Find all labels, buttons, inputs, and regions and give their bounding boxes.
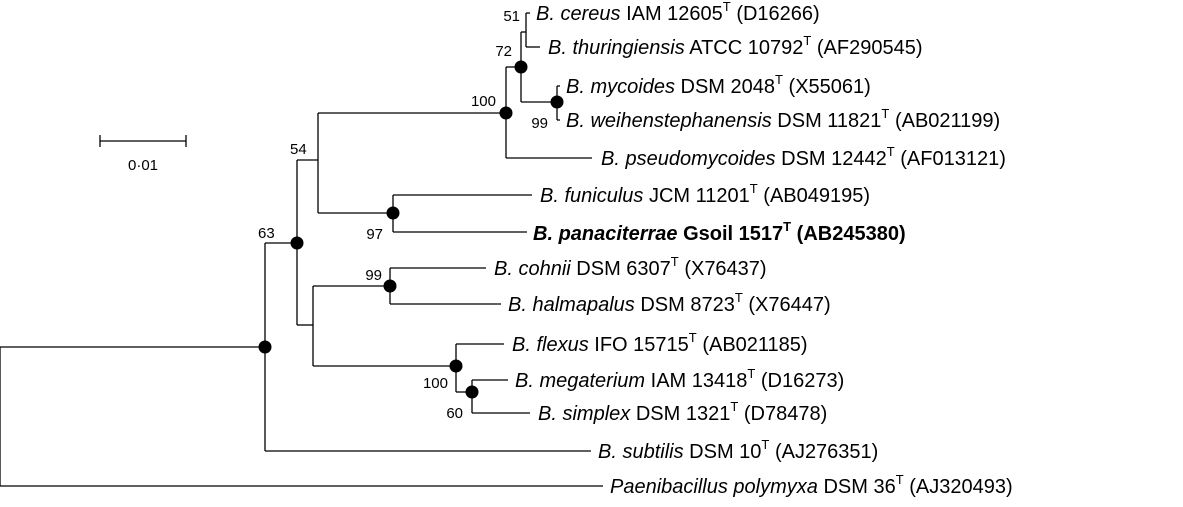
node-dot-meg-simp: [465, 385, 479, 399]
bootstrap-value: 97: [366, 226, 383, 243]
taxon-label-halmapalus: B. halmapalus DSM 8723T (X76447): [508, 290, 831, 316]
taxon-labels: B. cereus IAM 12605T (D16266) B. thuring…: [494, 0, 1013, 498]
taxon-label-megaterium: B. megaterium IAM 13418T (D16273): [515, 366, 844, 392]
taxon-label-cohnii: B. cohnii DSM 6307T (X76437): [494, 254, 767, 280]
node-dot-fun-pan: [386, 206, 400, 220]
node-dot-flexus-group: [449, 359, 463, 373]
taxon-label-funiculus: B. funiculus JCM 11201T (AB049195): [540, 181, 870, 207]
taxon-label-mycoides: B. mycoides DSM 2048T (X55061): [566, 72, 871, 98]
bootstrap-value: 99: [531, 115, 548, 132]
scale-bar-label: 0·01: [128, 157, 158, 174]
taxon-label-flexus: B. flexus IFO 15715T (AB021185): [512, 330, 808, 356]
node-dot-cereus-clade: [499, 106, 513, 120]
node-dot-upper: [290, 236, 304, 250]
bootstrap-value: 99: [365, 267, 382, 284]
tree-nodes: [258, 60, 564, 399]
taxon-label-polymyxa: Paenibacillus polymyxa DSM 36T (AJ320493…: [610, 472, 1013, 498]
bootstrap-value: 100: [471, 93, 496, 110]
node-dot-coh-hal: [383, 279, 397, 293]
tree-branches: [0, 12, 603, 487]
bootstrap-value: 63: [258, 225, 275, 242]
bootstrap-values: 51 72 99 100 97 54 63 99 100 60: [258, 8, 548, 422]
bootstrap-value: 100: [423, 375, 448, 392]
scale-bar: 0·01: [99, 135, 187, 174]
bootstrap-value: 51: [503, 8, 520, 25]
bootstrap-value: 72: [495, 43, 512, 60]
node-dot-myc-weih: [550, 95, 564, 109]
taxon-label-subtilis: B. subtilis DSM 10T (AJ276351): [598, 437, 878, 463]
taxon-label-simplex: B. simplex DSM 1321T (D78478): [538, 399, 827, 425]
bootstrap-value: 60: [446, 405, 463, 422]
taxon-label-cereus: B. cereus IAM 12605T (D16266): [536, 0, 820, 25]
node-dot-ingroup: [258, 340, 272, 354]
node-dot-cereus-group: [514, 60, 528, 74]
taxon-label-weihenstephanensis: B. weihenstephanensis DSM 11821T (AB0211…: [566, 106, 1000, 132]
taxon-label-pseudomycoides: B. pseudomycoides DSM 12442T (AF013121): [601, 144, 1006, 170]
taxon-label-thuringiensis: B. thuringiensis ATCC 10792T (AF290545): [548, 33, 923, 59]
bootstrap-value: 54: [290, 141, 307, 158]
taxon-label-panaciterrae: B. panaciterrae Gsoil 1517T (AB245380): [533, 219, 906, 245]
